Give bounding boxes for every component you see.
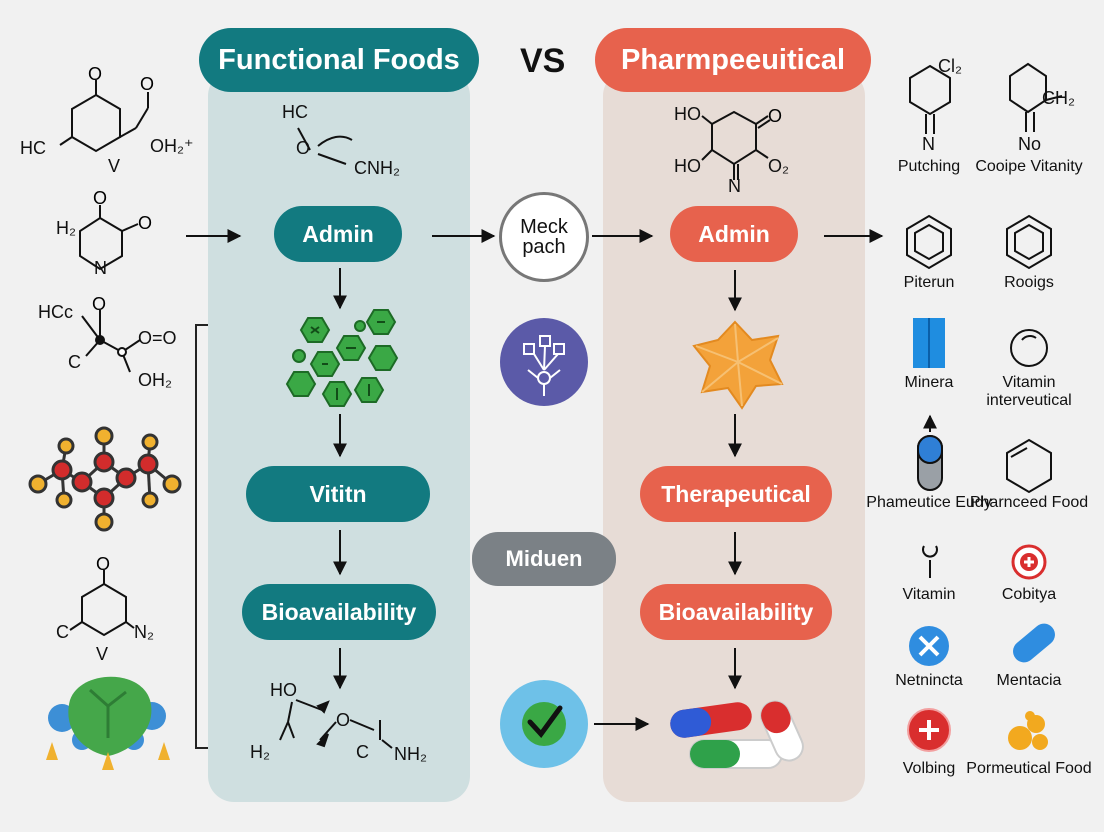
molecule-3-o: O bbox=[92, 294, 106, 314]
molecule-1-o: O bbox=[88, 64, 102, 84]
right-top-o: O bbox=[768, 106, 782, 126]
side-label-volbing: Volbing bbox=[902, 760, 956, 777]
functional-foods-title: Functional Foods bbox=[199, 28, 479, 92]
meck-pach-circle: Meck pach bbox=[499, 192, 589, 282]
lp-bot-o: O bbox=[336, 710, 351, 730]
side-label-pormeutical: Pormeutical Food bbox=[966, 760, 1092, 777]
left-bioavailability-pill: Bioavailability bbox=[242, 584, 436, 640]
orange-star-shape bbox=[692, 320, 784, 410]
rp-n: N bbox=[728, 176, 741, 196]
side-icon-hexagon bbox=[1006, 438, 1052, 494]
m3-o: O=O bbox=[138, 328, 177, 348]
side-label-cooipe: Cooipe Vitanity bbox=[975, 158, 1083, 175]
purple-network-icon bbox=[500, 318, 588, 406]
side-icon-red-plus-1 bbox=[1011, 544, 1047, 580]
m5-v: V bbox=[96, 644, 109, 664]
lp-bot-h2: H₂ bbox=[250, 742, 270, 762]
side-label-piterun: Piterun bbox=[903, 274, 955, 291]
right-panel-top-molecule bbox=[701, 110, 771, 180]
molecule-1-o2: O bbox=[140, 74, 154, 94]
pharmaceutical-title: Pharmpeeuitical bbox=[595, 28, 871, 92]
side-cooipe-ch2: CH₂ bbox=[1042, 88, 1075, 108]
m3-c: C bbox=[68, 352, 81, 372]
m3-hc: HCc bbox=[38, 302, 73, 322]
ball-stick-molecule bbox=[28, 426, 182, 532]
molecule-5-structure bbox=[69, 570, 135, 637]
side-label-putching: Putching bbox=[897, 158, 961, 175]
m1-v: V bbox=[108, 156, 121, 176]
molecule-1-structure bbox=[59, 80, 149, 153]
vs-label: VS bbox=[520, 42, 566, 80]
m2-h2: H₂ bbox=[56, 218, 76, 238]
side-label-vitamin: Vitamin bbox=[902, 586, 956, 603]
side-icon-capsule bbox=[917, 414, 943, 491]
side-label-cobitya: Cobitya bbox=[1001, 586, 1057, 603]
pill-capsules bbox=[670, 700, 804, 769]
left-vitin-pill: Vititn bbox=[246, 466, 430, 522]
m5-n2: N₂ bbox=[134, 622, 154, 642]
m5-c: C bbox=[56, 622, 69, 642]
lp-bot-c: C bbox=[356, 742, 369, 762]
side-icon-blue-pill bbox=[1013, 623, 1055, 663]
lp-top-hc: HC bbox=[282, 102, 308, 122]
right-therapeutical-pill: Therapeutical bbox=[640, 466, 832, 522]
side-icon-red-plus-2 bbox=[907, 708, 951, 752]
m1-oh: OH₂⁺ bbox=[150, 136, 194, 156]
rp-ho1: HO bbox=[674, 104, 701, 124]
side-icon-circle-outline bbox=[1010, 329, 1048, 367]
m3-oh: OH₂ bbox=[138, 370, 172, 390]
side-label-netnincta: Netnincta bbox=[895, 672, 963, 689]
molecule-3-structure bbox=[81, 310, 141, 373]
side-icon-ring-ch2 bbox=[1009, 62, 1063, 132]
side-icon-yellow-molecule bbox=[1008, 711, 1048, 750]
side-label-rooigs: Rooigs bbox=[1004, 274, 1054, 291]
rp-o2: O₂ bbox=[768, 156, 789, 176]
side-icon-chlorine-ring bbox=[909, 64, 951, 134]
lp-bot-ho: HO bbox=[270, 680, 297, 700]
lp-bot-nh2: NH₂ bbox=[394, 744, 427, 764]
molecule-2-o: O bbox=[93, 188, 107, 208]
side-putching-cl2: Cl₂ bbox=[938, 56, 962, 76]
m1-hc: HC bbox=[20, 138, 46, 158]
left-panel-top-molecule bbox=[297, 127, 353, 165]
side-icon-benzene-2 bbox=[1006, 214, 1052, 270]
lp-top-o: O bbox=[296, 138, 311, 158]
check-circle-icon bbox=[500, 680, 588, 768]
m2-n: N bbox=[94, 258, 107, 278]
molecule-2-o2: O bbox=[138, 213, 152, 233]
right-bioavailability-pill: Bioavailability bbox=[640, 584, 832, 640]
side-cooipe-no: No bbox=[1018, 134, 1042, 154]
molecule-5-o: O bbox=[96, 554, 110, 574]
green-blob-molecule bbox=[46, 676, 170, 770]
side-icon-blue-block bbox=[913, 318, 945, 368]
side-putching-n: N bbox=[922, 134, 935, 154]
side-icon-blue-x bbox=[909, 626, 949, 666]
side-label-mentacia: Mentacia bbox=[996, 672, 1062, 689]
side-label-minera: Minera bbox=[904, 374, 954, 391]
left-admin-pill: Admin bbox=[274, 206, 402, 262]
green-hexagon-cluster bbox=[285, 309, 399, 407]
side-label-pharnceed: Pharnceed Food bbox=[969, 494, 1089, 511]
side-icon-benzene-1 bbox=[906, 214, 952, 270]
side-label-phameutice: Phameutice Eudy bbox=[866, 494, 992, 511]
side-label-vitamin-interveutical: Vitamin interveutical bbox=[986, 374, 1072, 409]
right-admin-pill: Admin bbox=[670, 206, 798, 262]
lp-top-cnh2: CNH₂ bbox=[354, 158, 400, 178]
miduen-pill: Miduen bbox=[472, 532, 616, 586]
left-panel-bottom-molecule bbox=[279, 699, 393, 749]
side-icon-hook bbox=[922, 545, 938, 578]
rp-ho2: HO bbox=[674, 156, 701, 176]
molecule-2-structure bbox=[79, 205, 139, 271]
